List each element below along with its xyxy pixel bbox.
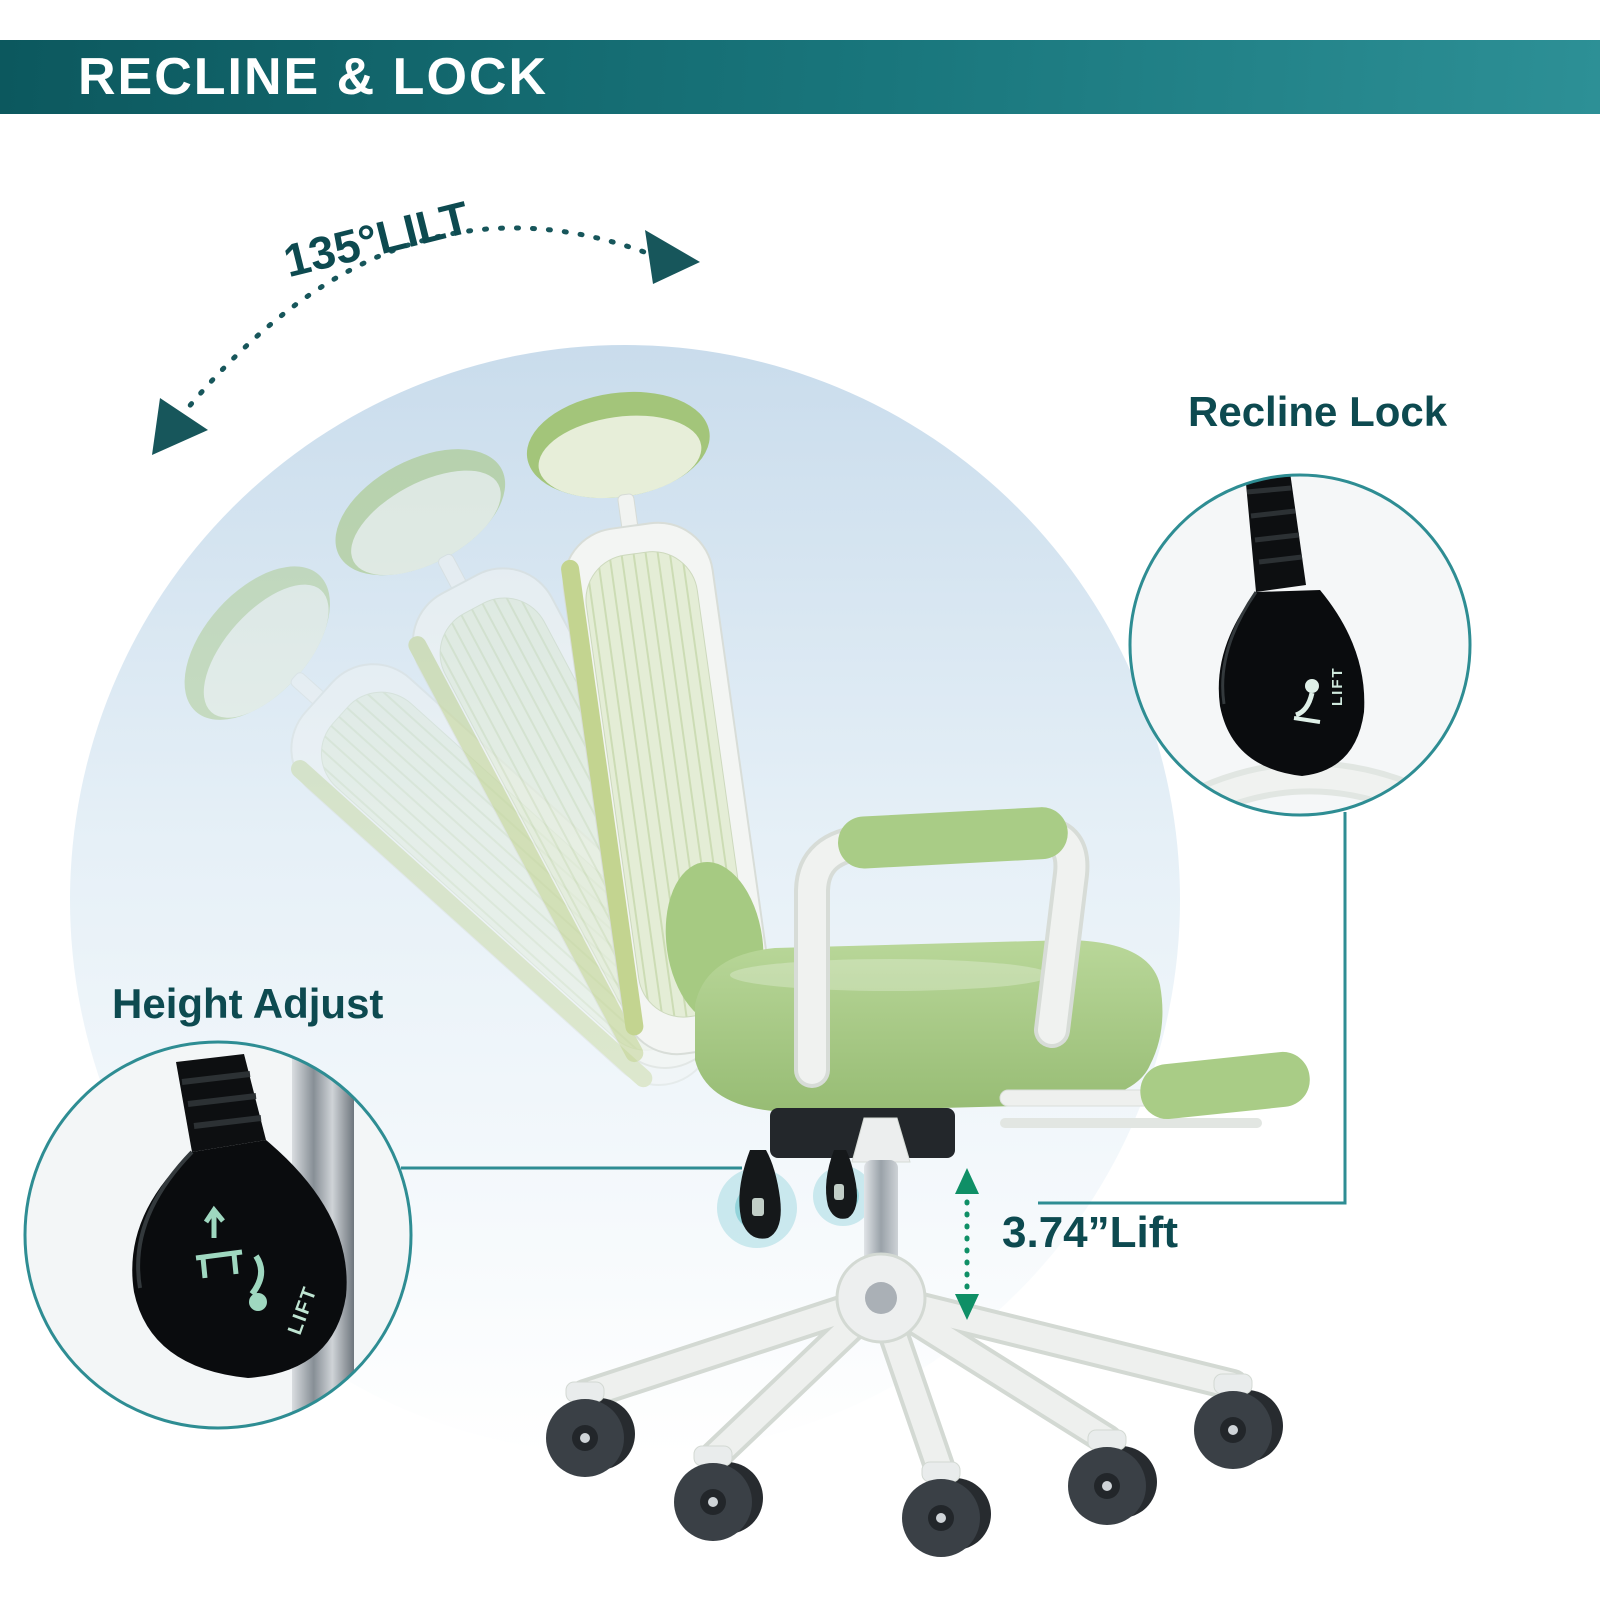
base-legs (569, 1252, 1249, 1488)
page-title: RECLINE & LOCK (78, 48, 548, 106)
lift-double-arrow-icon (955, 1168, 979, 1320)
casters (546, 1373, 1283, 1557)
height-adjust-ring (23, 1040, 413, 1430)
lift-measure-label: 3.74”Lift (1002, 1208, 1179, 1257)
height-adjust-label: Height Adjust (112, 980, 384, 1027)
recline-lock-ring (1128, 473, 1472, 817)
armrest-pad (838, 807, 1068, 869)
tilt-arc-arrow-icon (152, 225, 700, 455)
recline-lock-label: Recline Lock (1188, 388, 1448, 435)
height-adjust-callout: LIFT (23, 1040, 413, 1430)
footrest (999, 1051, 1310, 1128)
recline-lock-connector-line (1038, 812, 1347, 1205)
tilt-mechanism (717, 1108, 955, 1248)
recline-lever (739, 1150, 781, 1239)
armrest (794, 807, 1090, 1088)
header-banner: RECLINE & LOCK (0, 40, 1600, 114)
recline-lock-callout: LIFT (1128, 473, 1472, 817)
recline-lever-sticker-text: LIFT (1329, 666, 1346, 706)
height-adjust-lever-icon: LIFT (132, 1044, 354, 1428)
seat-highlight (730, 959, 1050, 991)
